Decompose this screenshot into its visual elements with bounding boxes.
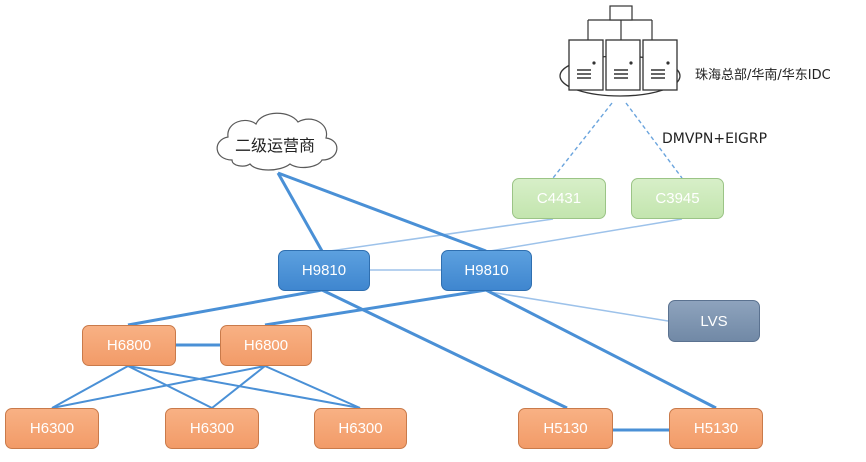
link-h9810r-h6800r [264, 288, 487, 327]
switch-h5130-right[interactable]: H5130 [669, 408, 763, 449]
switch-h6300-2[interactable]: H6300 [165, 408, 259, 449]
router-c4431[interactable]: C4431 [512, 178, 606, 219]
link-h9810l-h6800l [127, 288, 323, 327]
link-carrier-h9810-right [277, 171, 487, 253]
switch-h6300-3[interactable]: H6300 [314, 408, 407, 449]
link-h9810l-h5130l [321, 288, 568, 410]
link-c3945-h9810-right [489, 218, 683, 252]
switch-h6800-left[interactable]: H6800 [82, 325, 176, 366]
server-cluster-icon [559, 5, 681, 97]
core-switch-h9810-right[interactable]: H9810 [441, 250, 532, 291]
wan-protocol-label: DMVPN+EIGRP [662, 131, 768, 147]
link-h6800l-h6300-3 [127, 365, 361, 409]
link-h6800l-h6300-2 [127, 365, 213, 409]
link-h6800r-h6300-3 [264, 365, 361, 409]
core-switch-h9810-left[interactable]: H9810 [278, 250, 370, 291]
link-idc-c4431 [552, 102, 613, 179]
carrier-label: 二级运营商 [235, 136, 316, 155]
lvs-node[interactable]: LVS [668, 300, 760, 342]
link-h9810r-h5130r [485, 288, 717, 410]
link-idc-c3945 [625, 102, 683, 179]
cloud-icon [216, 112, 338, 171]
router-c3945[interactable]: C3945 [631, 178, 724, 219]
link-h6800r-h6300-2 [211, 365, 266, 409]
link-h6800r-h6300-1 [51, 365, 266, 409]
link-carrier-h9810-left [276, 172, 324, 252]
switch-h6300-1[interactable]: H6300 [5, 408, 99, 449]
switch-h5130-left[interactable]: H5130 [518, 408, 613, 449]
datacenter-label: 珠海总部/华南/华东IDC [695, 68, 831, 83]
link-h6800l-h6300-1 [51, 365, 129, 409]
link-h9810-lvs [489, 291, 669, 322]
switch-h6800-right[interactable]: H6800 [220, 325, 312, 366]
